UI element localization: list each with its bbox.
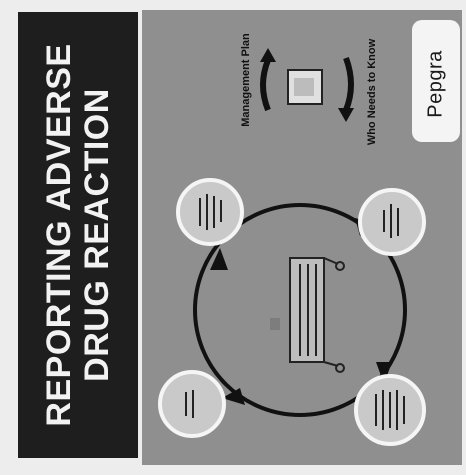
center-document-icon: [270, 257, 345, 373]
node-circle-top-right: [358, 188, 426, 256]
management-plan-label: Management Plan: [240, 33, 252, 127]
title-bar: [18, 12, 138, 458]
cycle-ring: [193, 203, 407, 417]
node-circle-bottom-right: [354, 374, 426, 446]
refresh-icon: [260, 48, 354, 122]
logo: [412, 20, 460, 142]
cycle-arrowhead-top-left: [210, 248, 228, 270]
cycle-arrowhead-bottom-right: [376, 362, 392, 384]
node-circle-top-left: [176, 178, 244, 246]
logo-text: Pepgra: [424, 50, 447, 118]
who-needs-to-know-label: Who Needs to Know: [366, 38, 378, 146]
node-circle-bottom-left: [158, 370, 226, 438]
cycle-arrowhead-bottom-left: [222, 388, 245, 405]
